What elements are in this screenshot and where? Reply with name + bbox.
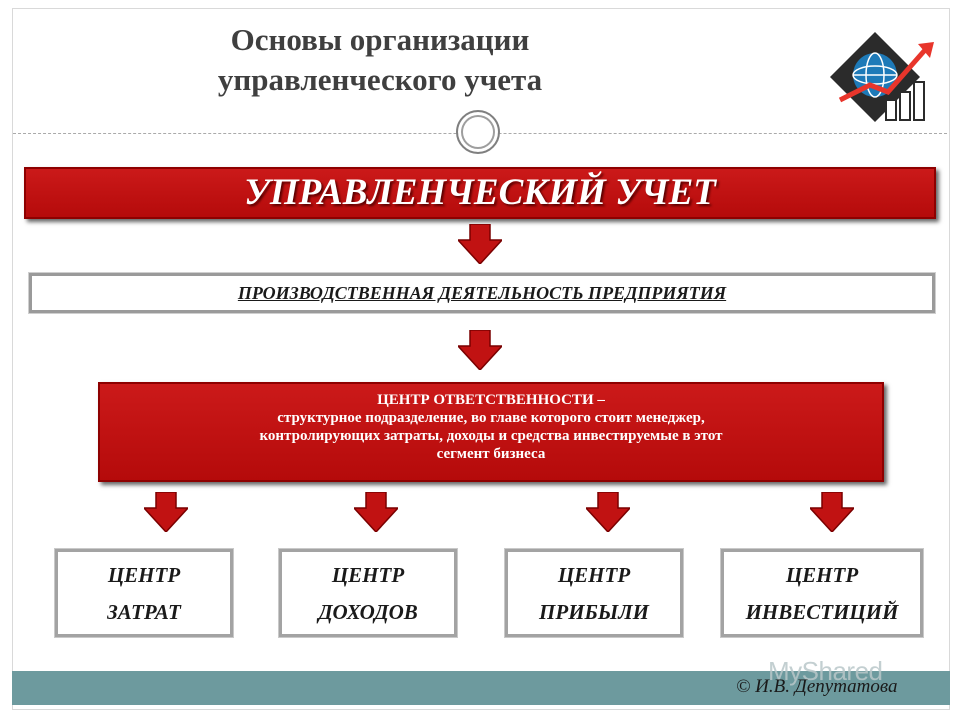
- production-activity-box: ПРОИЗВОДСТВЕННАЯ ДЕЯТЕЛЬНОСТЬ ПРЕДПРИЯТИ…: [28, 272, 936, 314]
- down-arrow-icon: [810, 492, 854, 532]
- revenue-center-box: ЦЕНТР ДОХОДОВ: [278, 548, 458, 638]
- logo-globe-chart-icon: [830, 32, 934, 122]
- cost-center-box: ЦЕНТР ЗАТРАТ: [54, 548, 234, 638]
- responsibility-definition: структурное подразделение, во главе кото…: [98, 409, 884, 463]
- definition-line-3: сегмент бизнеса: [436, 446, 546, 462]
- center-type: ИНВЕСТИЦИЙ: [745, 600, 899, 624]
- down-arrow-icon: [354, 492, 398, 532]
- down-arrow-icon: [144, 492, 188, 532]
- slide-frame: [12, 8, 950, 710]
- main-heading-box: УПРАВЛЕНЧЕСКИЙ УЧЕТ: [24, 167, 936, 219]
- responsibility-center-box: ЦЕНТР ОТВЕТСТВЕННОСТИ – структурное подр…: [98, 382, 884, 482]
- production-activity-label: ПРОИЗВОДСТВЕННАЯ ДЕЯТЕЛЬНОСТЬ ПРЕДПРИЯТИ…: [237, 283, 727, 303]
- down-arrow-icon: [458, 330, 502, 370]
- main-heading: УПРАВЛЕНЧЕСКИЙ УЧЕТ: [244, 172, 716, 213]
- center-label: ЦЕНТР: [107, 563, 181, 587]
- profit-center-box: ЦЕНТР ПРИБЫЛИ: [504, 548, 684, 638]
- center-type: ЗАТРАТ: [107, 600, 181, 624]
- definition-line-1: структурное подразделение, во главе кото…: [277, 410, 705, 426]
- title-line-1: Основы организации: [230, 22, 530, 57]
- copyright: © И.В. Депутатова: [736, 676, 898, 697]
- center-type: ДОХОДОВ: [318, 600, 418, 624]
- center-label: ЦЕНТР: [557, 563, 631, 587]
- down-arrow-icon: [458, 224, 502, 264]
- center-label: ЦЕНТР: [331, 563, 405, 587]
- down-arrow-icon: [586, 492, 630, 532]
- title-line-2: управленческого учета: [217, 62, 543, 97]
- footer-bar: [12, 671, 950, 705]
- investment-center-box: ЦЕНТР ИНВЕСТИЦИЙ: [720, 548, 924, 638]
- center-type: ПРИБЫЛИ: [539, 600, 649, 624]
- circle-ornament-icon: [456, 110, 500, 154]
- page-title: Основы организации управленческого учета: [130, 20, 630, 100]
- responsibility-heading: ЦЕНТР ОТВЕТСТВЕННОСТИ –: [377, 392, 605, 408]
- center-label: ЦЕНТР: [785, 563, 859, 587]
- watermark: MyShared: [768, 656, 883, 686]
- definition-line-2: контролирующих затраты, доходы и средств…: [259, 428, 723, 444]
